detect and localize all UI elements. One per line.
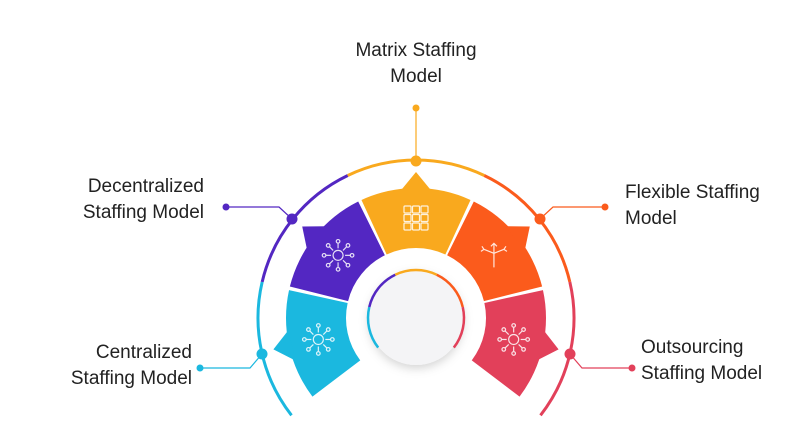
connector-dot-decentralized — [286, 213, 298, 225]
inner-arc-centralized — [366, 306, 380, 349]
label-line: Staffing Model — [82, 202, 204, 223]
cube-network-icon — [321, 238, 355, 272]
center-circle — [369, 271, 463, 365]
segment-arrow-centralized — [273, 330, 296, 361]
connector-end-dot-flexible — [601, 203, 609, 211]
label-line: Model — [625, 208, 677, 229]
network-hub-icon — [301, 323, 335, 356]
grid-matrix-icon — [403, 205, 429, 231]
connector-line-flexible — [539, 206, 605, 220]
segment-outsourcing — [471, 290, 547, 397]
label-decentralized: Decentralized Staffing Model — [20, 174, 204, 226]
label-outsourcing: Outsourcing Staffing Model — [641, 335, 809, 387]
segment-centralized — [286, 290, 361, 397]
connector-end-dot-outsourcing — [628, 364, 636, 372]
inner-arc-flexible — [436, 273, 464, 308]
label-line: Decentralized — [87, 176, 204, 197]
label-line: Matrix Staffing — [355, 40, 477, 61]
connector-line-outsourcing — [569, 353, 632, 369]
segment-arrow-matrix — [400, 172, 432, 191]
segment-decentralized — [289, 201, 385, 302]
segment-arrow-flexible — [505, 226, 530, 251]
connector-dot-centralized — [256, 348, 268, 360]
split-arrows-icon — [480, 242, 508, 268]
label-line: Flexible Staffing — [625, 182, 760, 203]
segment-arrow-decentralized — [302, 226, 327, 251]
label-line: Centralized — [95, 342, 192, 363]
connector-line-decentralized — [226, 206, 293, 220]
connector-dot-flexible — [534, 213, 546, 225]
inner-arc-decentralized — [368, 273, 396, 308]
connector-dot-outsourcing — [564, 348, 576, 360]
connector-end-dot-centralized — [196, 364, 204, 372]
label-line: Staffing Model — [641, 363, 763, 384]
connector-dot-matrix — [410, 155, 422, 167]
label-centralized: Centralized Staffing Model — [20, 340, 192, 392]
inner-arc-outsourcing — [452, 306, 466, 349]
label-flexible: Flexible Staffing Model — [625, 180, 809, 232]
segment-flexible — [447, 201, 543, 302]
label-line: Staffing Model — [70, 368, 192, 389]
label-line: Model — [390, 66, 442, 87]
connector-end-dot-matrix — [412, 104, 420, 112]
connector-line-centralized — [200, 353, 263, 369]
connector-end-dot-decentralized — [222, 203, 230, 211]
segment-arrow-outsourcing — [536, 330, 559, 361]
label-line: Outsourcing — [641, 337, 744, 358]
inner-arc-matrix — [394, 268, 438, 276]
label-matrix: Matrix Staffing Model — [316, 38, 516, 90]
gear-network-icon — [497, 323, 531, 356]
